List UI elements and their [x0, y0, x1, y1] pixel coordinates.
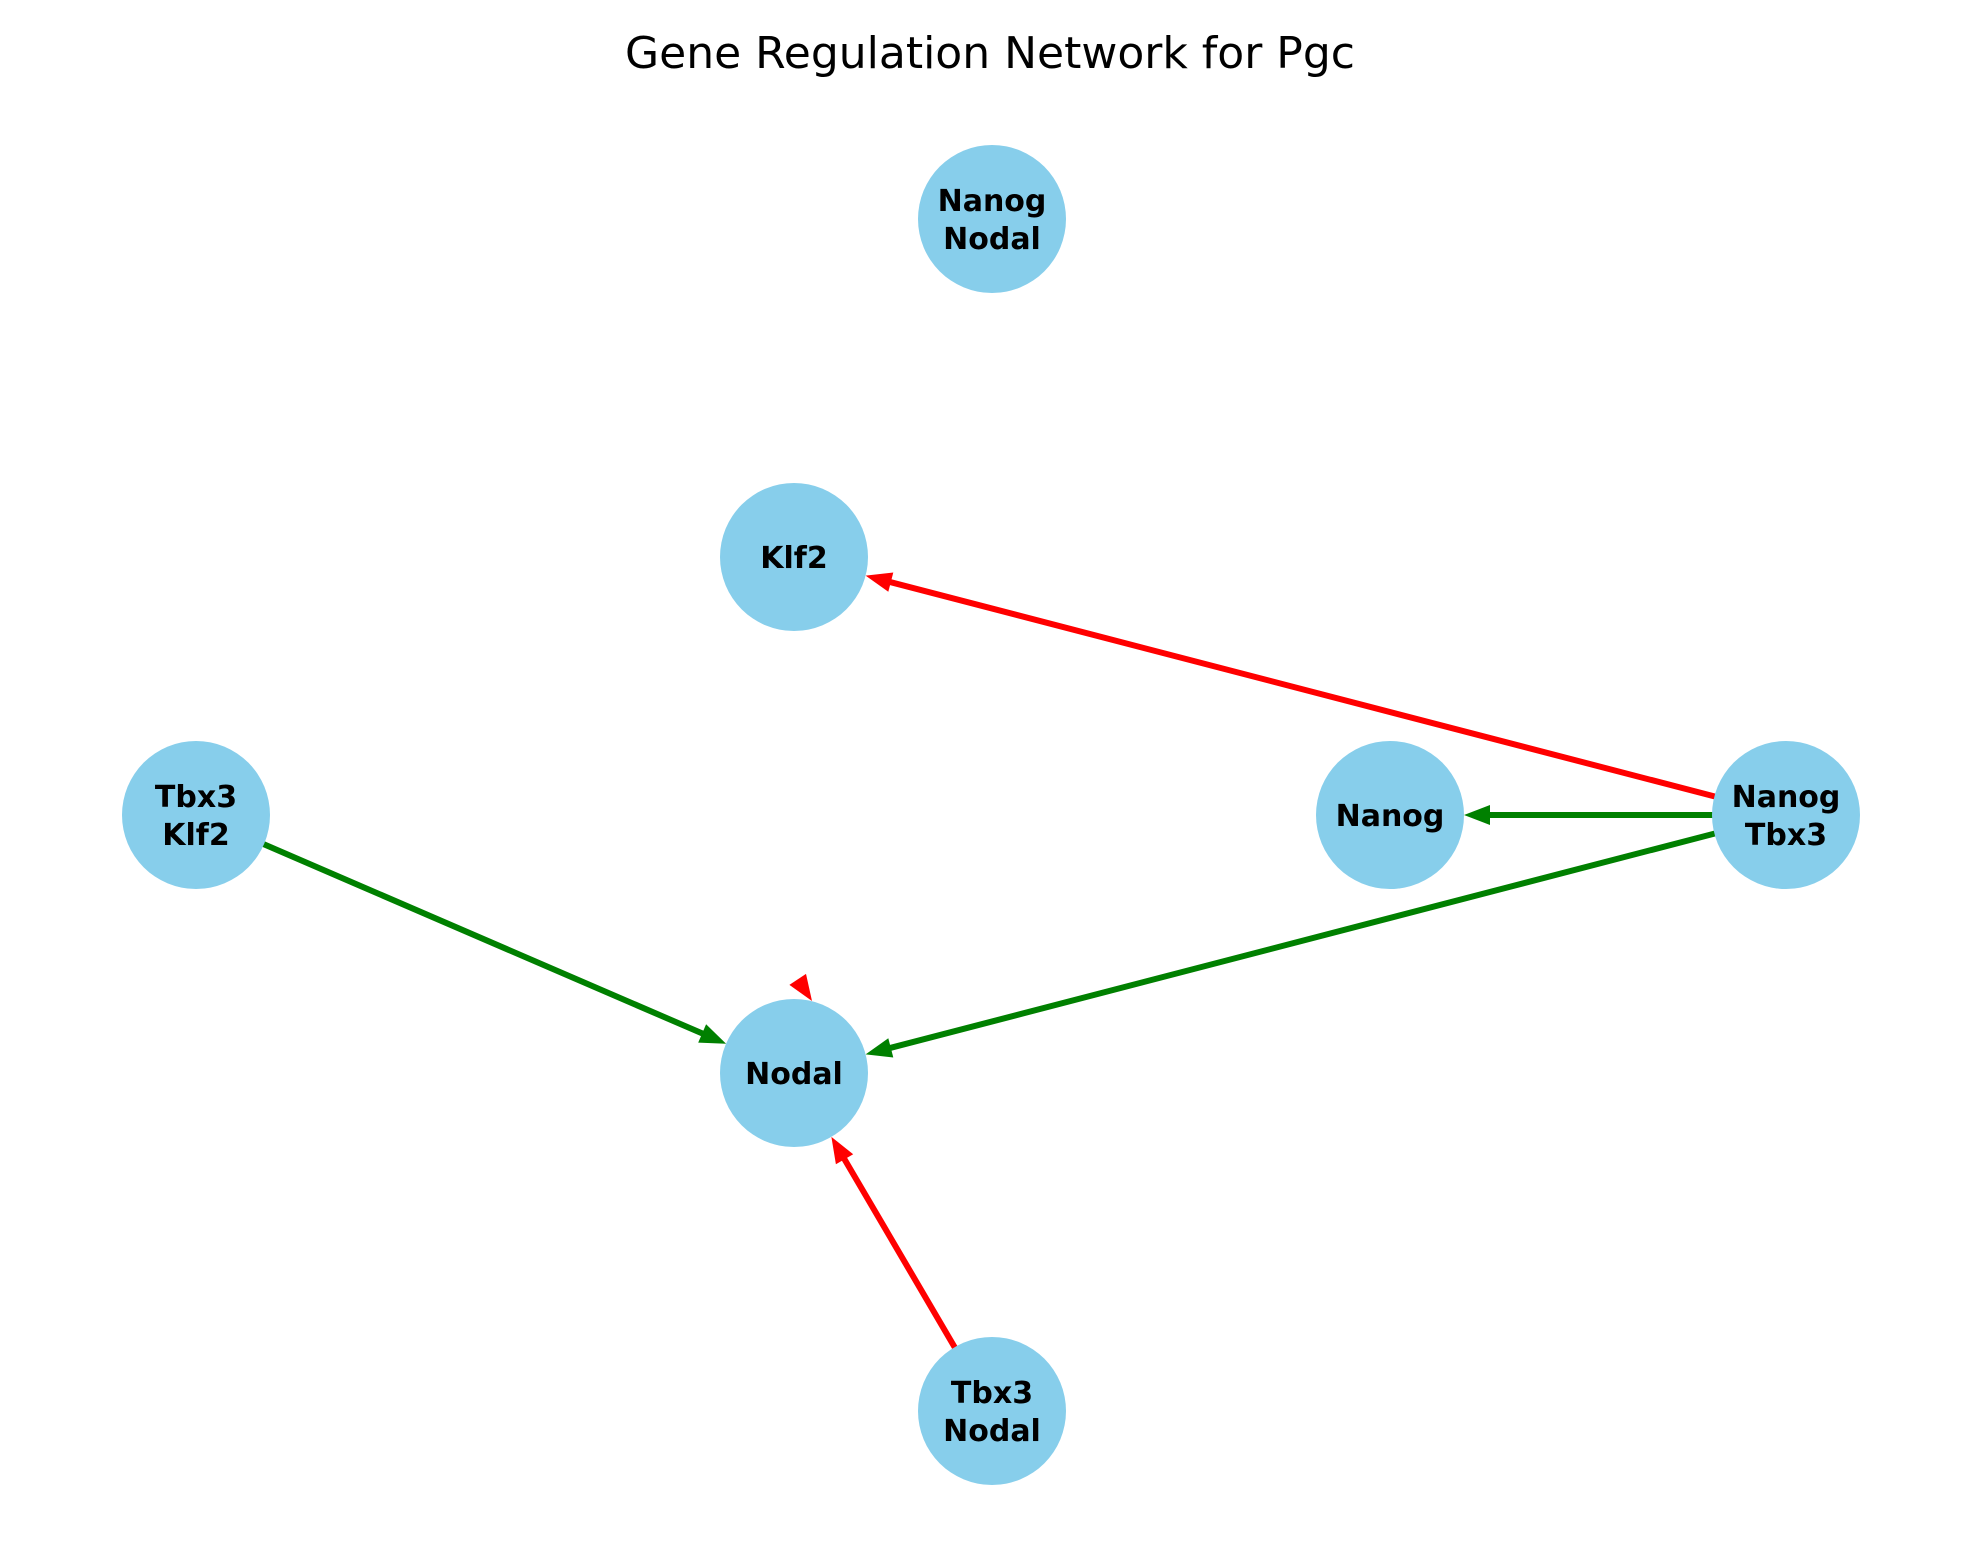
node-circle: [122, 741, 270, 889]
nodes-layer: NanogNodalKlf2Tbx3Klf2NanogNanogTbx3Noda…: [122, 145, 1860, 1485]
node-label: Nodal: [745, 1057, 843, 1092]
edge-line: [838, 1151, 958, 1351]
node-circle: [1316, 741, 1464, 889]
edge-tbx3_nodal-to-nodal: [831, 1136, 958, 1351]
node-nanog: Nanog: [1316, 741, 1464, 889]
node-label: Klf2: [162, 818, 229, 853]
node-circle: [918, 1337, 1066, 1485]
node-nodal: Nodal: [720, 999, 868, 1147]
node-circle: [1712, 741, 1860, 889]
edge-line: [882, 830, 1718, 1053]
edge-arrowhead: [865, 572, 894, 592]
edge-line: [260, 841, 711, 1039]
node-label: Klf2: [760, 541, 827, 576]
node-circle: [918, 145, 1066, 293]
node-label: Nodal: [943, 1414, 1041, 1449]
self-loop-arrowhead: [789, 973, 812, 1001]
edges-layer: [260, 572, 1718, 1351]
node-klf2: Klf2: [720, 483, 868, 631]
edge-arrowhead: [831, 1136, 854, 1165]
edge-line: [882, 577, 1718, 800]
node-label: Tbx3: [155, 780, 237, 815]
node-circle: [720, 999, 868, 1147]
edge-tbx3_klf2-to-nodal: [260, 841, 727, 1044]
node-label: Nanog: [1336, 799, 1445, 834]
edge-nanog_tbx3-to-nanog: [1464, 805, 1715, 825]
diagram-title: Gene Regulation Network for Pgc: [625, 28, 1355, 79]
edge-arrowhead: [1464, 805, 1490, 825]
node-label: Nanog: [938, 184, 1047, 219]
edge-nanog_tbx3-to-nodal: [865, 830, 1718, 1058]
edge-nanog_tbx3-to-klf2: [865, 572, 1718, 800]
edge-nodal-to-nodal: [789, 973, 812, 1001]
node-label: Tbx3: [951, 1376, 1033, 1411]
node-label: Nodal: [943, 222, 1041, 257]
edge-arrowhead: [865, 1038, 894, 1058]
node-label: Tbx3: [1745, 818, 1827, 853]
node-label: Nanog: [1732, 780, 1841, 815]
node-circle: [720, 483, 868, 631]
edge-arrowhead: [698, 1024, 727, 1044]
